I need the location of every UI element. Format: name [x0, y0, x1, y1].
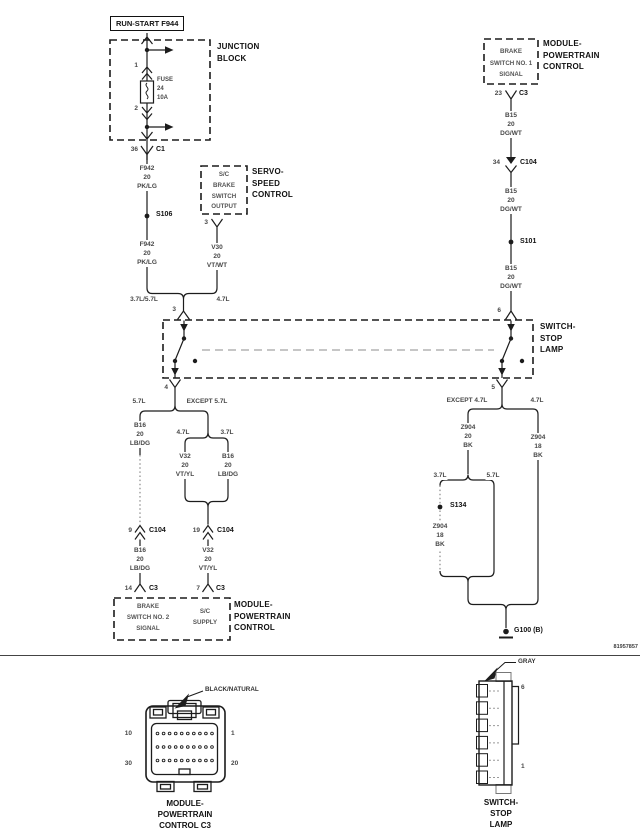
- wire-v32-low: V32 20 VT/YL: [197, 546, 219, 573]
- c3-pin-23: 23: [494, 90, 502, 97]
- component-boxes: [109, 38, 539, 641]
- switch-pin-6: 6: [497, 307, 501, 314]
- wire-b16-57: B16 20 LB/DG: [128, 421, 152, 448]
- connector-c104-right: C104: [217, 527, 234, 534]
- wire-v30: V30 20 VT/WT: [205, 243, 229, 270]
- switch-pin-4: 4: [164, 384, 168, 391]
- wire-v32-47: V32 20 VT/YL: [174, 452, 196, 479]
- pcm-connector-caption: MODULE- POWERTRAIN CONTROL C3: [157, 799, 213, 830]
- callout-arrow: [484, 667, 498, 682]
- switch-connector-caption: SWITCH- STOP LAMP: [483, 798, 519, 829]
- junction-block-nodes: [144, 46, 174, 131]
- wire-b16-37: B16 20 LB/DG: [216, 452, 240, 479]
- engine-57-right: 5.7L: [485, 471, 501, 480]
- pcm-bottom-box: [113, 597, 231, 641]
- engine-47-sub: 4.7L: [175, 428, 191, 437]
- pcm-top-label: MODULE- POWERTRAIN CONTROL: [543, 39, 600, 71]
- splice-s101: S101: [520, 238, 537, 245]
- right-lower-wiring: [439, 403, 539, 628]
- pcm-connector-drawing: [145, 690, 226, 793]
- wire-b15-a: B15 20 DG/WT: [499, 111, 523, 138]
- switch-conn-pin-1: 1: [521, 763, 525, 770]
- sheet-id: 81957857: [613, 644, 638, 650]
- pcm-connector-color: BLACK/NATURAL: [205, 686, 259, 693]
- terminal-marks: [489, 690, 499, 778]
- connector-c104-top: C104: [520, 159, 537, 166]
- engine-57: 5.7L: [131, 397, 147, 406]
- engine-except-57: EXCEPT 5.7L: [185, 397, 229, 406]
- terminal-teeth: [476, 684, 488, 784]
- stoplamp-switch-box: [162, 319, 534, 379]
- switch-contact-dots: [171, 324, 525, 376]
- splice-s134-dot: [437, 504, 443, 510]
- c104-pin-34: 34: [492, 159, 500, 166]
- wire-b15-b: B15 20 DG/WT: [499, 187, 523, 214]
- pcm-top-box-text: BRAKE SWITCH NO. 1 SIGNAL: [489, 48, 533, 78]
- connector-c3-7: C3: [216, 585, 225, 592]
- wire-f942-upper: F942 20 PK/LG: [136, 164, 158, 191]
- pcm-pin-1: 1: [231, 730, 235, 737]
- c3-pin-7: 7: [196, 585, 200, 592]
- engine-37-right: 3.7L: [432, 471, 448, 480]
- engine-47: 4.7L: [215, 295, 231, 304]
- ground-g100: G100 (B): [514, 627, 543, 634]
- fuse-pin-1: 1: [134, 62, 138, 69]
- servo-pin-3: 3: [204, 219, 208, 226]
- pcm-low-box2-text: S/C SUPPLY: [192, 608, 218, 626]
- connector-c104-left: C104: [149, 527, 166, 534]
- c104-pin-19: 19: [192, 527, 200, 534]
- splice-s101-dot: [508, 239, 514, 245]
- engine-47-right: 4.7L: [529, 396, 545, 405]
- fuse-symbol: [139, 80, 155, 104]
- engine-except-47: EXCEPT 4.7L: [445, 396, 489, 405]
- c1-pin-36: 36: [130, 146, 138, 153]
- servo-box: [200, 165, 248, 215]
- stoplamp-switch-contacts: [169, 320, 512, 406]
- servo-box-text: S/C BRAKE SWITCH OUTPUT: [211, 171, 237, 211]
- c104-arrow: [506, 157, 516, 164]
- junction-block-wiring: [139, 33, 165, 160]
- stoplamp-label: SWITCH- STOP LAMP: [540, 322, 576, 354]
- switch-conn-pin-6: 6: [521, 684, 525, 691]
- wire-z904-18b: Z904 18 BK: [529, 433, 547, 460]
- fuse-pin-2: 2: [134, 105, 138, 112]
- servo-label: SERVO- SPEED CONTROL: [252, 167, 293, 199]
- wire-z904-18a: Z904 18 BK: [431, 522, 449, 549]
- switch-pin-5: 5: [491, 384, 495, 391]
- pcm-low-box1-text: BRAKE SWITCH NO. 2 SIGNAL: [126, 603, 170, 632]
- junction-block-label: JUNCTION BLOCK: [217, 42, 260, 63]
- switch-pin-3: 3: [172, 306, 176, 313]
- pin-grid: [155, 731, 214, 763]
- pcm-pin-30: 30: [124, 760, 132, 767]
- connector-c3-14: C3: [149, 585, 158, 592]
- wire-b16-low: B16 20 LB/DG: [128, 546, 152, 573]
- splice-s106: S106: [156, 211, 173, 218]
- c3-pin-14: 14: [124, 585, 132, 592]
- pcm-low-label: MODULE- POWERTRAIN CONTROL: [234, 600, 291, 632]
- left-lower-wiring: [134, 405, 229, 593]
- fuse-label: FUSE 24 10A: [157, 77, 174, 102]
- connector-c1: C1: [156, 146, 165, 153]
- wire-z904-20: Z904 20 BK: [459, 423, 477, 450]
- engine-37-57: 3.7L/5.7L: [129, 295, 159, 304]
- engine-37-sub: 3.7L: [219, 428, 235, 437]
- pcm-pin-10: 10: [124, 730, 132, 737]
- run-start-tag: RUN-START F944: [110, 16, 185, 31]
- splice-s134: S134: [450, 502, 467, 509]
- ground-symbol: [499, 628, 513, 639]
- c104-pin-9: 9: [128, 527, 132, 534]
- switch-connector-drawing: [476, 662, 520, 794]
- connector-c3-top: C3: [519, 90, 528, 97]
- junction-block-box: [109, 39, 211, 141]
- switch-connector-color: GRAY: [518, 658, 536, 665]
- pcm-top-box: [483, 38, 539, 85]
- splice-s106-dot: [144, 213, 150, 219]
- pcm-pin-20: 20: [231, 760, 239, 767]
- wire-f942-lower: F942 20 PK/LG: [136, 240, 158, 267]
- wire-b15-c: B15 20 DG/WT: [499, 264, 523, 291]
